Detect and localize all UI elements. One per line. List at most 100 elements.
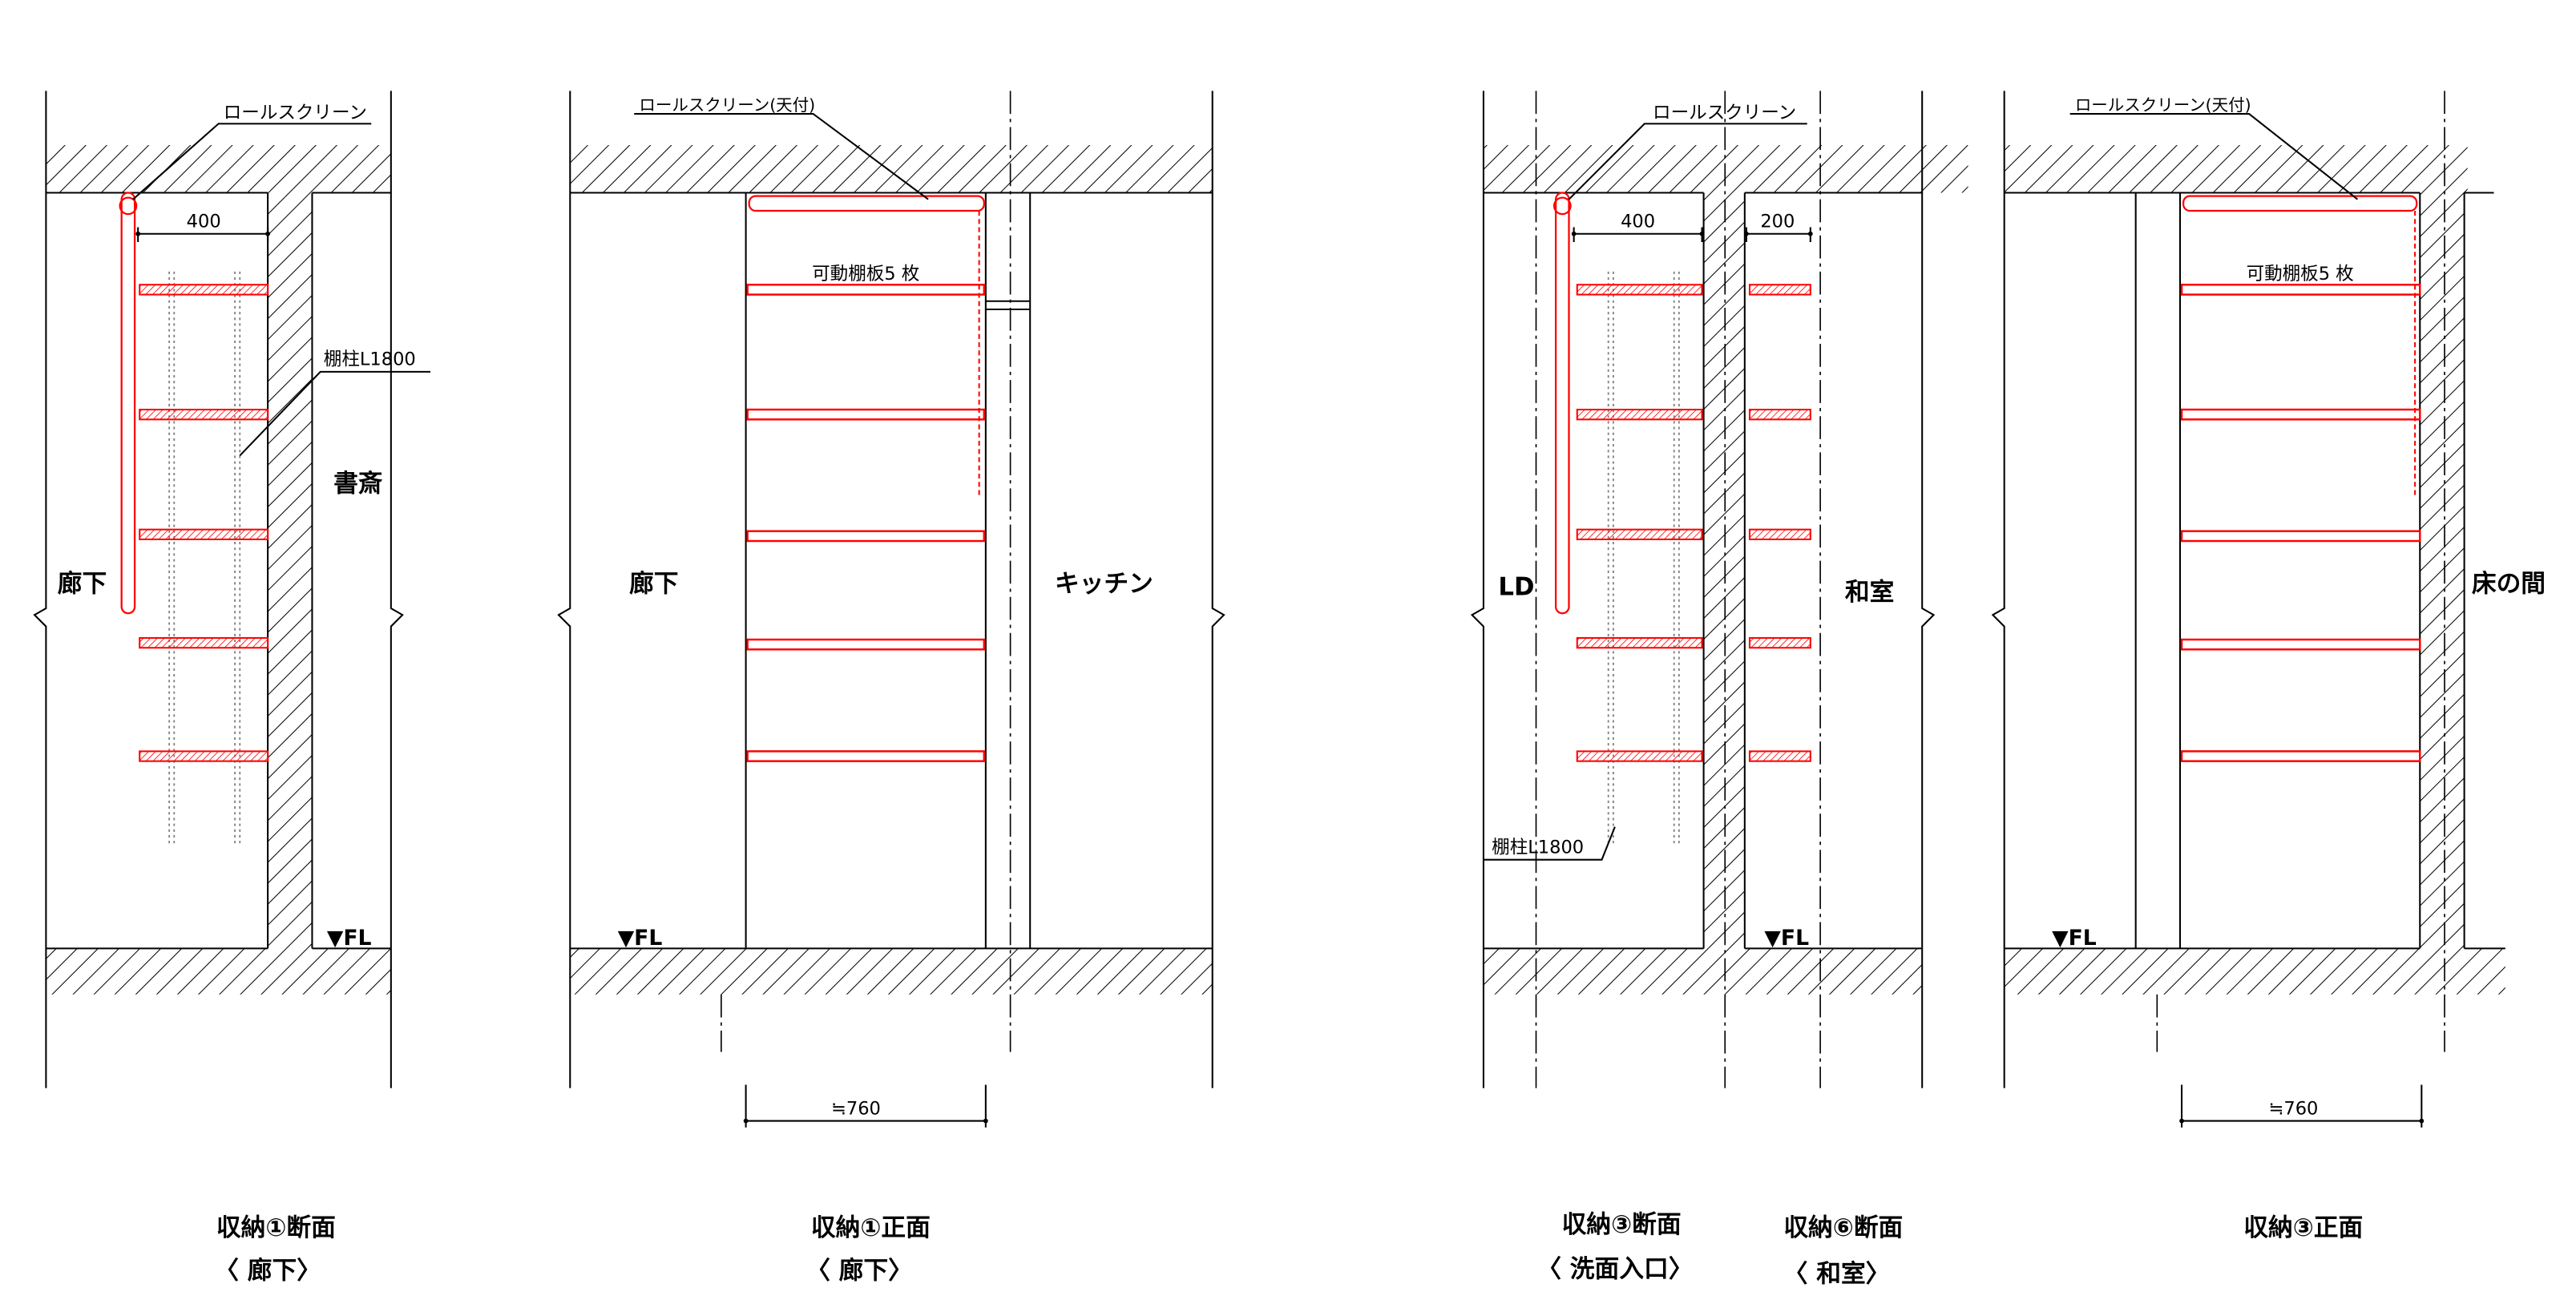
shelf (139, 750, 269, 762)
shelf (746, 638, 986, 651)
shelf (746, 750, 986, 762)
shelf (746, 530, 986, 543)
roll-screen (748, 195, 985, 212)
width-dimension-text: ≒760 (831, 1098, 881, 1119)
section-3-6-drawing: ロールスクリーン 400 200 LD 和室 棚柱L1800 ▼FL 収納③断面… (1470, 91, 1968, 1288)
shelf-post-leader (239, 370, 431, 457)
ceiling-hatch (570, 145, 1213, 193)
roll-screen-leader (2069, 113, 2359, 200)
dimension-dot (1744, 231, 1749, 236)
dimension-dot (2179, 1118, 2184, 1124)
roll-screen-body (1554, 192, 1570, 615)
wall-line (267, 192, 313, 949)
shelf-label: 可動棚板5 枚 (2247, 264, 2354, 285)
shelf (746, 284, 986, 296)
shelf-label: 可動棚板5 枚 (812, 264, 919, 285)
shelf (139, 409, 269, 421)
roll-screen (119, 192, 138, 615)
roll-screen-label: ロールスクリーン(天付) (2075, 95, 2251, 115)
dimension-dot (1699, 231, 1705, 236)
roll-screen-leader (1568, 123, 1807, 200)
room-label-left: 廊下 (58, 570, 107, 599)
ceiling-hatch (46, 145, 391, 193)
room-label-right: キッチン (1055, 570, 1153, 599)
drawing-subtitle-6: 〈 和室〉 (1783, 1259, 1891, 1288)
roll-screen-label: ロールスクリーン (224, 103, 367, 123)
dimension-dot (135, 231, 141, 236)
shelf (1748, 284, 1811, 296)
ceiling-hatch (2004, 145, 2468, 193)
roll-screen (1552, 192, 1572, 615)
floor-hatch (2004, 948, 2505, 995)
roll-screen-roll (1552, 196, 1572, 216)
shelf-post-label: 棚柱L1800 (1492, 837, 1584, 858)
floor-level-mark: ▼FL (1764, 926, 1809, 951)
shelf (1576, 750, 1703, 762)
outer-line-right (390, 91, 404, 1088)
roll-screen (2182, 195, 2418, 212)
floor-hatch (1483, 948, 1923, 995)
drawing-title-3: 収納③断面 (1562, 1210, 1682, 1239)
depth-dimension-text-3: 400 (1621, 212, 1655, 232)
wall-line (2419, 192, 2465, 949)
shelf (2180, 408, 2421, 421)
shelf (2180, 638, 2421, 651)
width-dimension-text: ≒760 (2268, 1098, 2318, 1119)
storage-outline (2134, 192, 2182, 949)
outer-line-left (1470, 91, 1484, 1088)
shelf (746, 408, 986, 421)
dimension-dot (2419, 1118, 2425, 1124)
shelf (1748, 528, 1811, 540)
outer-line-left (33, 91, 47, 1088)
dimension-dot (1807, 231, 1813, 236)
dimension-dot (265, 231, 270, 236)
room-label-right: 書斎 (333, 470, 383, 499)
floor-level-mark: ▼FL (618, 926, 663, 951)
drawing-subtitle-3: 〈 洗面入口〉 (1536, 1254, 1693, 1283)
drawing-title-6: 収納⑥断面 (1783, 1213, 1903, 1242)
drawing-title: 収納①断面 (216, 1213, 336, 1242)
shelf (1748, 409, 1811, 421)
wall-step (985, 300, 1031, 311)
depth-dimension-text-6: 200 (1760, 212, 1795, 232)
wall-hatch (268, 192, 313, 949)
drawing-title: 収納①正面 (811, 1213, 931, 1242)
floor-hatch (46, 948, 391, 995)
room-label-right: 床の間 (2472, 570, 2546, 599)
front-1-drawing: ロールスクリーン(天付) 可動棚板5 枚 廊下 キッチン ▼FL ≒760 収納… (557, 91, 1225, 1285)
dimension-dot (983, 1118, 988, 1124)
ceiling-hatch (1483, 145, 1968, 193)
depth-dimension-text: 400 (187, 212, 221, 232)
roll-screen-label: ロールスクリーン(天付) (639, 95, 815, 115)
wall-hatch (2420, 192, 2465, 949)
dimension-dot (743, 1118, 749, 1124)
storage-outline (745, 192, 1032, 949)
shelf (2180, 750, 2421, 762)
drawing-subtitle: 〈 廊下〉 (806, 1256, 913, 1285)
floor-hatch (570, 948, 1213, 995)
shelf (139, 284, 269, 296)
shelf (1748, 750, 1811, 762)
shelf-post-label: 棚柱L1800 (324, 349, 416, 370)
room-label-left: LD (1498, 573, 1534, 602)
shelf (2180, 530, 2421, 543)
drawing-title: 収納③正面 (2243, 1213, 2363, 1242)
outer-line-left (557, 91, 571, 1088)
shelf (2180, 284, 2421, 296)
dimension-dot (1571, 231, 1577, 236)
wall-hatch (1703, 192, 1745, 949)
shelf (1576, 528, 1703, 540)
outer-line-right (1211, 91, 1225, 1088)
roll-screen-roll (119, 196, 138, 216)
shelf-post-leader (1483, 826, 1616, 861)
drawing-subtitle: 〈 廊下〉 (214, 1256, 321, 1285)
roll-screen-label: ロールスクリーン (1653, 103, 1796, 123)
shelf (139, 528, 269, 540)
floor-level-mark: ▼FL (2052, 926, 2097, 951)
roll-screen-leader (634, 113, 929, 200)
shelf (1576, 636, 1703, 649)
section-1-drawing: ロールスクリーン 400 棚柱L1800 書斎 廊下 ▼FL 収納①断面 〈 廊… (33, 91, 431, 1285)
roll-screen-leader (132, 123, 372, 200)
shelf (1748, 636, 1811, 649)
